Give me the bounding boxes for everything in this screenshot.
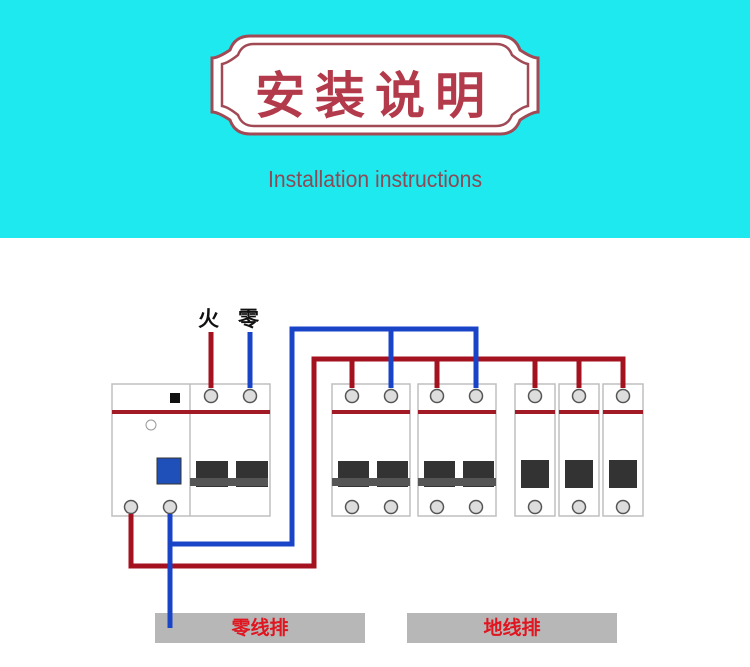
wiring-diagram-svg (111, 326, 644, 643)
live-input-label: 火 (198, 307, 219, 331)
ground-busbar (407, 613, 617, 643)
wiring-diagram: 火 零 零线排 地线排 (0, 238, 750, 667)
neutral-wires (167, 326, 479, 628)
test-button (170, 393, 180, 403)
main-terminal-bottom-2 (162, 499, 178, 515)
neutral-bar-label: 零线排 (231, 617, 289, 639)
breaker-2p-1 (331, 383, 411, 517)
neutral-input-label: 零 (238, 307, 259, 331)
main-terminal-bottom-1 (123, 499, 139, 515)
rcd-module-button (156, 457, 182, 485)
ground-bar-label: 地线排 (483, 617, 541, 639)
live-wires (128, 332, 626, 569)
breaker-1p-1 (514, 383, 556, 517)
neutral-busbar (155, 613, 365, 643)
main-terminal-top-1 (203, 388, 219, 404)
breaker-2p-2 (417, 383, 497, 517)
page-title: 安装说明 (255, 66, 495, 125)
breaker-1p-2 (558, 383, 600, 517)
title-badge (210, 34, 540, 136)
status-indicator (145, 419, 157, 431)
main-rcd-breaker (111, 383, 271, 517)
breaker-1p-3 (602, 383, 644, 517)
page-subtitle: Installation instructions (267, 166, 483, 192)
main-terminal-top-2 (242, 388, 258, 404)
title-badge-inner (220, 42, 530, 128)
